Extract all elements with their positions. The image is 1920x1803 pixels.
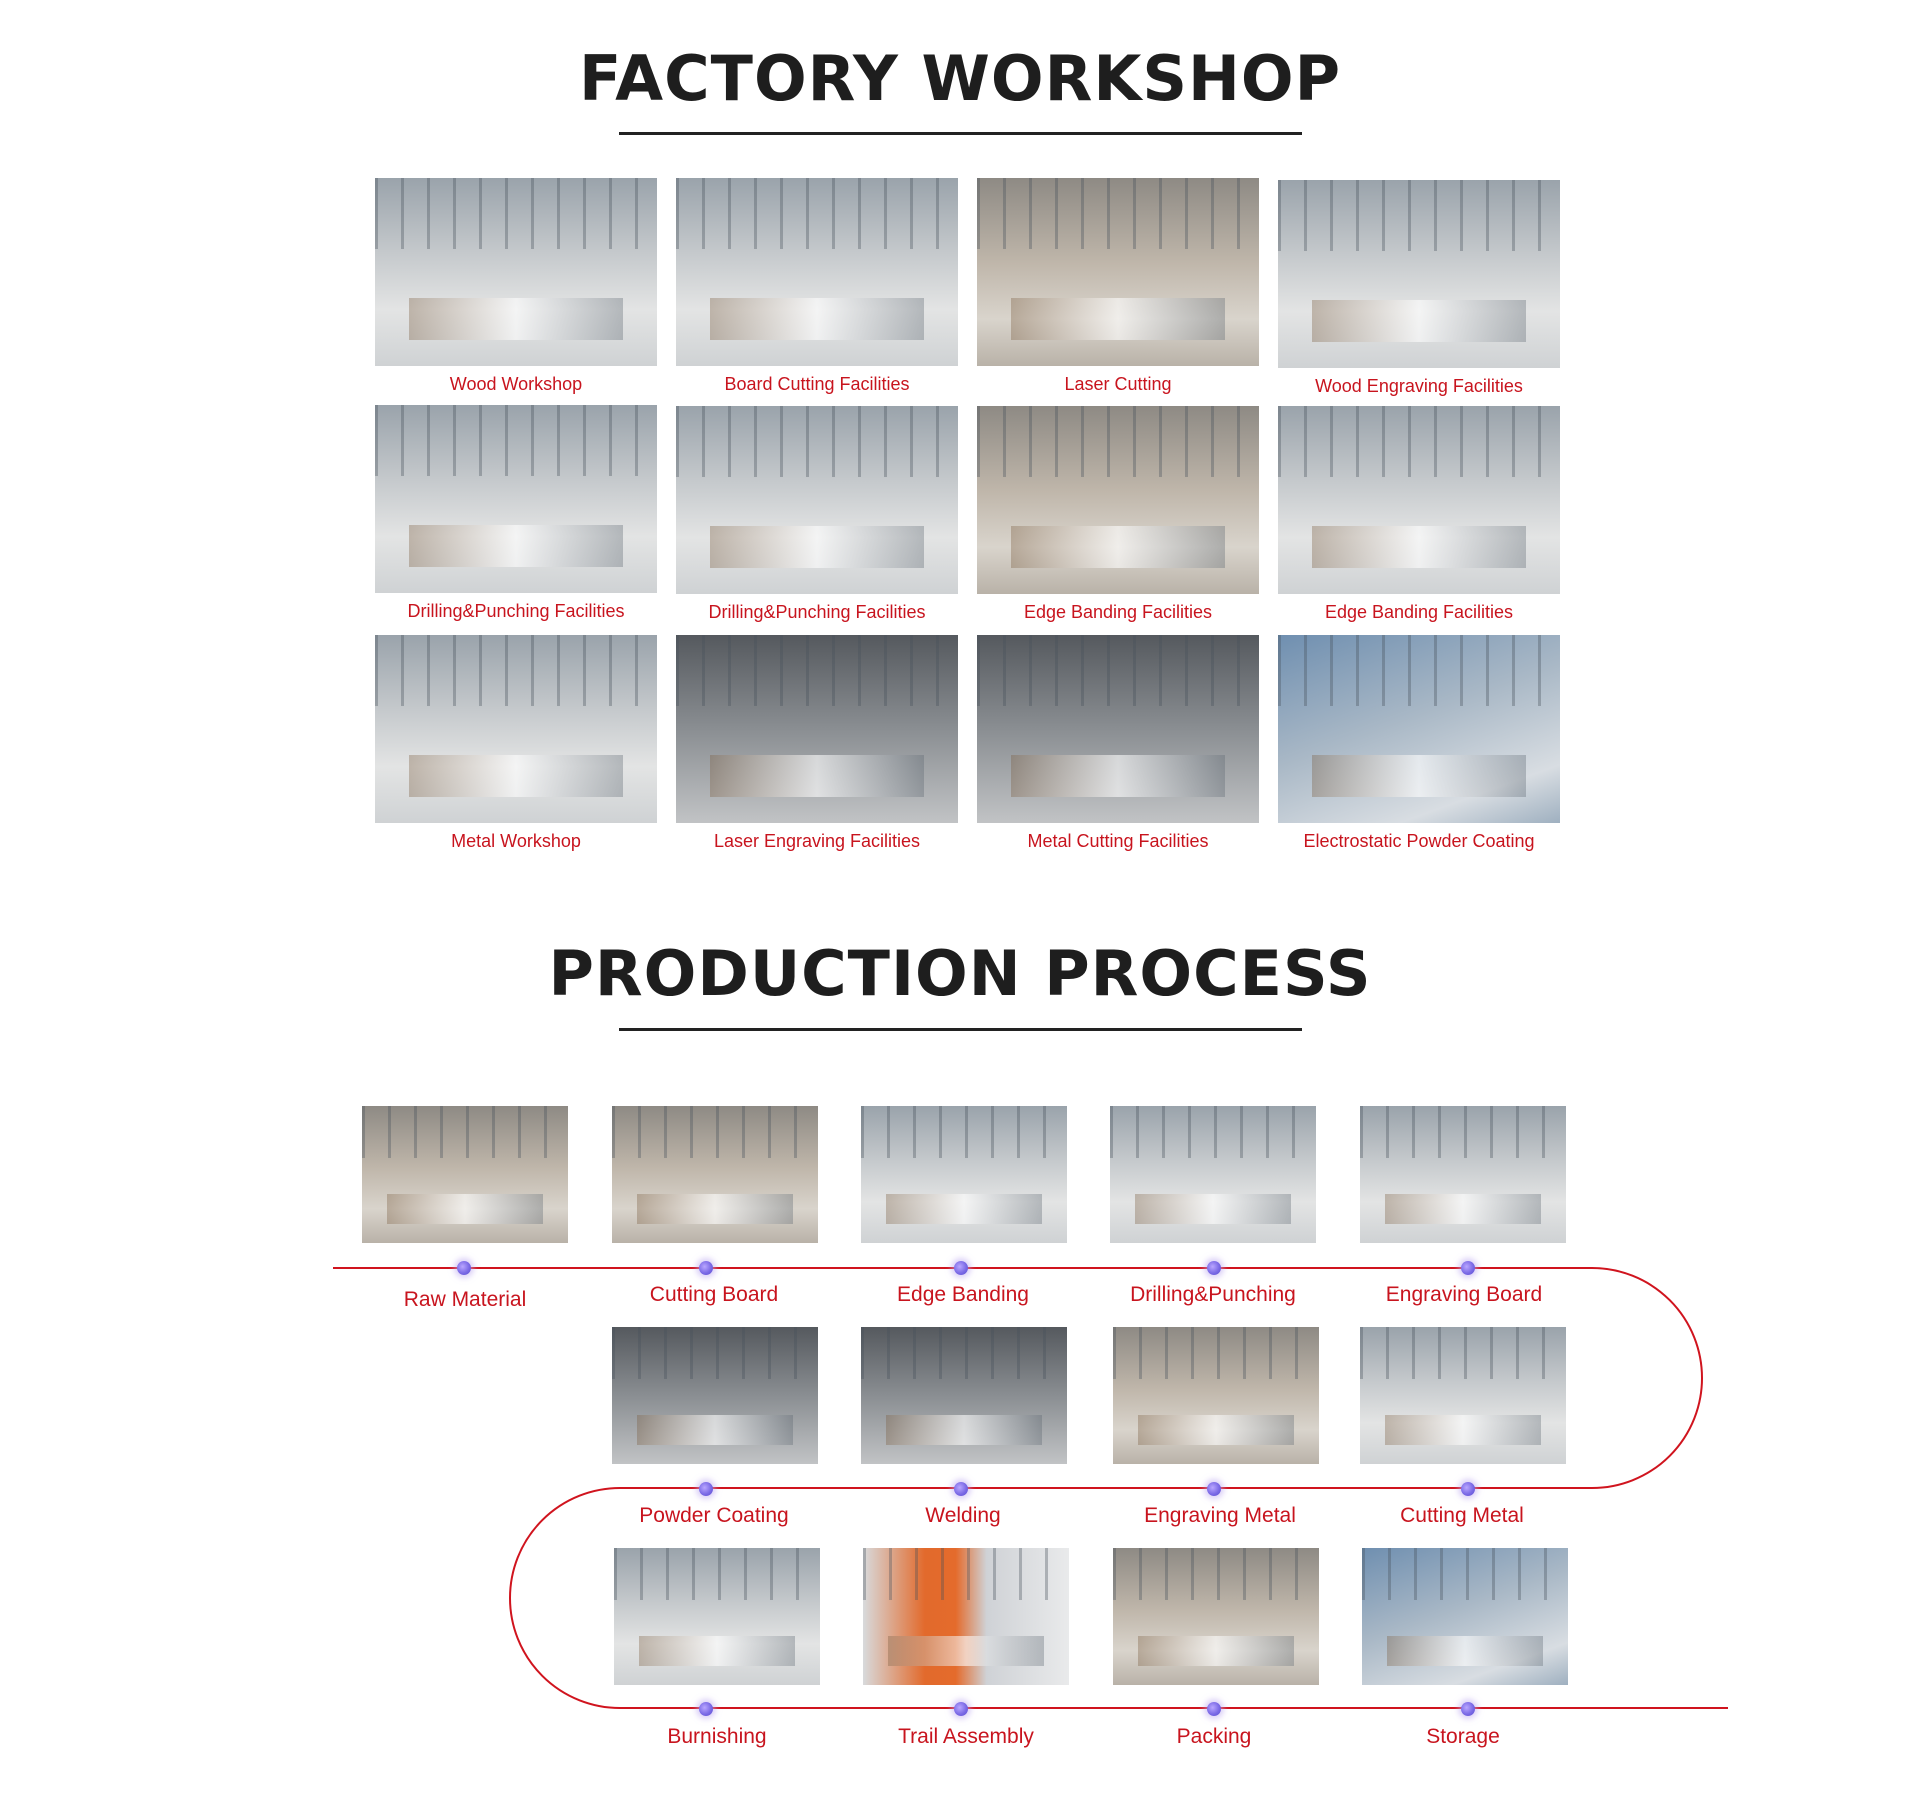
step-label: Engraving Board xyxy=(1385,1283,1543,1306)
workshop-item-label: Wood Workshop xyxy=(449,374,583,394)
production-process-title: PRODUCTION PROCESS xyxy=(548,937,1372,1010)
burnishing-photo xyxy=(614,1548,820,1685)
workshop-item: Electrostatic Powder Coating xyxy=(1278,635,1560,861)
workshop-item: Metal Cutting Facilities xyxy=(977,635,1259,861)
step-label: Trail Assembly xyxy=(898,1725,1034,1748)
board-cutting-photo xyxy=(676,178,958,366)
raw-material-photo xyxy=(362,1106,568,1243)
step-dot xyxy=(457,1261,471,1275)
drilling-punching-photo xyxy=(375,405,657,593)
step-label: Edge Banding xyxy=(897,1283,1029,1306)
metal-workshop-photo xyxy=(375,635,657,823)
workshop-item-label: Wood Engraving Facilities xyxy=(1315,376,1523,396)
step-dot xyxy=(1207,1482,1221,1496)
workshop-item: Board Cutting Facilities xyxy=(676,178,958,404)
step-dot xyxy=(1461,1482,1475,1496)
step-dot xyxy=(954,1261,968,1275)
laser-cutting-photo xyxy=(977,178,1259,366)
step-dot xyxy=(1207,1702,1221,1716)
powder-coating-photo xyxy=(1278,635,1560,823)
step-label: Drilling&Punching xyxy=(1130,1283,1296,1306)
workshop-item: Edge Banding Facilities xyxy=(1278,406,1560,632)
step-label: Engraving Metal xyxy=(1144,1504,1296,1527)
step-dot xyxy=(1461,1261,1475,1275)
edge-banding-photo xyxy=(1278,406,1560,594)
welding-photo xyxy=(861,1327,1067,1464)
workshop-item-label: Electrostatic Powder Coating xyxy=(1303,831,1535,851)
factory-title-underline xyxy=(619,132,1302,135)
workshop-item: Wood Workshop xyxy=(375,178,657,404)
step-dot xyxy=(699,1702,713,1716)
step-label: Raw Material xyxy=(403,1288,527,1311)
workshop-item-label: Edge Banding Facilities xyxy=(1023,602,1213,622)
step-label: Packing xyxy=(1176,1725,1252,1748)
factory-workshop-title: FACTORY WORKSHOP xyxy=(578,42,1342,115)
workshop-item: Wood Engraving Facilities xyxy=(1278,180,1560,406)
packing-photo xyxy=(1113,1548,1319,1685)
workshop-item-label: Laser Engraving Facilities xyxy=(713,831,921,851)
powder-coating-photo xyxy=(612,1327,818,1464)
step-dot xyxy=(1461,1702,1475,1716)
workshop-item-label: Metal Cutting Facilities xyxy=(1027,831,1209,851)
workshop-item: Edge Banding Facilities xyxy=(977,406,1259,632)
workshop-item-label: Drilling&Punching Facilities xyxy=(708,602,926,622)
drilling-punching-photo xyxy=(1110,1106,1316,1243)
workshop-item-label: Laser Cutting xyxy=(1064,374,1172,394)
storage-photo xyxy=(1362,1548,1568,1685)
workshop-item-label: Board Cutting Facilities xyxy=(724,374,910,394)
workshop-item: Drilling&Punching Facilities xyxy=(676,406,958,632)
step-dot xyxy=(954,1482,968,1496)
workshop-item-label: Drilling&Punching Facilities xyxy=(407,601,625,621)
trail-assembly-photo xyxy=(863,1548,1069,1685)
step-label: Storage xyxy=(1426,1725,1500,1748)
step-dot xyxy=(954,1702,968,1716)
engraving-board-photo xyxy=(1360,1106,1566,1243)
workshop-item: Laser Cutting xyxy=(977,178,1259,404)
wood-engraving-photo xyxy=(1278,180,1560,368)
step-label: Powder Coating xyxy=(639,1504,789,1527)
process-title-underline xyxy=(619,1028,1302,1031)
workshop-item: Drilling&Punching Facilities xyxy=(375,405,657,631)
cutting-metal-photo xyxy=(1360,1327,1566,1464)
laser-engraving-photo xyxy=(676,635,958,823)
edge-banding-photo xyxy=(861,1106,1067,1243)
workshop-item-label: Edge Banding Facilities xyxy=(1324,602,1514,622)
step-dot xyxy=(1207,1261,1221,1275)
step-label: Cutting Board xyxy=(649,1283,779,1306)
step-dot xyxy=(699,1261,713,1275)
step-label: Burnishing xyxy=(667,1725,767,1748)
workshop-item-label: Metal Workshop xyxy=(451,831,581,851)
step-label: Welding xyxy=(925,1504,1001,1527)
step-label: Cutting Metal xyxy=(1400,1504,1524,1527)
step-dot xyxy=(699,1482,713,1496)
engraving-metal-photo xyxy=(1113,1327,1319,1464)
metal-cutting-photo xyxy=(977,635,1259,823)
cutting-board-photo xyxy=(612,1106,818,1243)
wood-workshop-photo xyxy=(375,178,657,366)
edge-banding-photo xyxy=(977,406,1259,594)
workshop-item: Laser Engraving Facilities xyxy=(676,635,958,861)
workshop-item: Metal Workshop xyxy=(375,635,657,861)
drilling-punching-photo xyxy=(676,406,958,594)
